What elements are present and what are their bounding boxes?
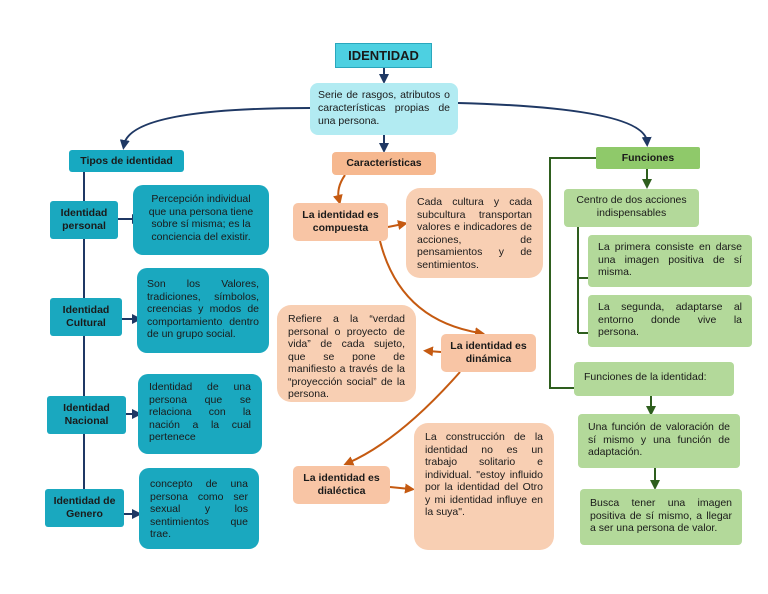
funciones-header: Funciones xyxy=(596,147,700,169)
caract-text-dialectica: La construcción de la identidad no es un… xyxy=(414,423,554,550)
tipo-text-genero: concepto de una persona como ser sexual … xyxy=(139,468,259,549)
tipos-header: Tipos de identidad xyxy=(69,150,184,172)
tipo-label-cultural: Identidad Cultural xyxy=(50,298,122,336)
tipo-label-genero: Identidad de Genero xyxy=(45,489,124,527)
tipo-label-nacional: Identidad Nacional xyxy=(47,396,126,434)
centro-acciones-box: Centro de dos acciones indispensables xyxy=(564,189,699,227)
caract-label-dialectica: La identidad es dialéctica xyxy=(293,466,390,504)
valoracion-box: Una función de valoración de sí mismo y … xyxy=(578,414,740,468)
tipo-text-cultural: Son los Valores, tradiciones, símbolos, … xyxy=(137,268,269,353)
funciones-identidad-box: Funciones de la identidad: xyxy=(574,362,734,396)
busca-box: Busca tener una imagen positiva de sí mi… xyxy=(580,489,742,545)
tipo-label-personal: Identidad personal xyxy=(50,201,118,239)
accion-primera-box: La primera consiste en darse una imagen … xyxy=(588,235,752,287)
caract-text-dinamica: Refiere a la “verdad personal o proyecto… xyxy=(277,305,416,402)
tipo-text-nacional: Identidad de una persona que se relacion… xyxy=(138,374,262,454)
definition-box: Serie de rasgos, atributos o característ… xyxy=(310,83,458,135)
caracteristicas-header: Características xyxy=(332,152,436,175)
main-title: IDENTIDAD xyxy=(335,43,432,68)
tipo-text-personal: Percepción individual que una persona ti… xyxy=(133,185,269,255)
accion-segunda-box: La segunda, adaptarse al entorno donde v… xyxy=(588,295,752,347)
caract-label-dinamica: La identidad es dinámica xyxy=(441,334,536,372)
caract-text-compuesta: Cada cultura y cada subcultura transport… xyxy=(406,188,543,278)
caract-label-compuesta: La identidad es compuesta xyxy=(293,203,388,241)
